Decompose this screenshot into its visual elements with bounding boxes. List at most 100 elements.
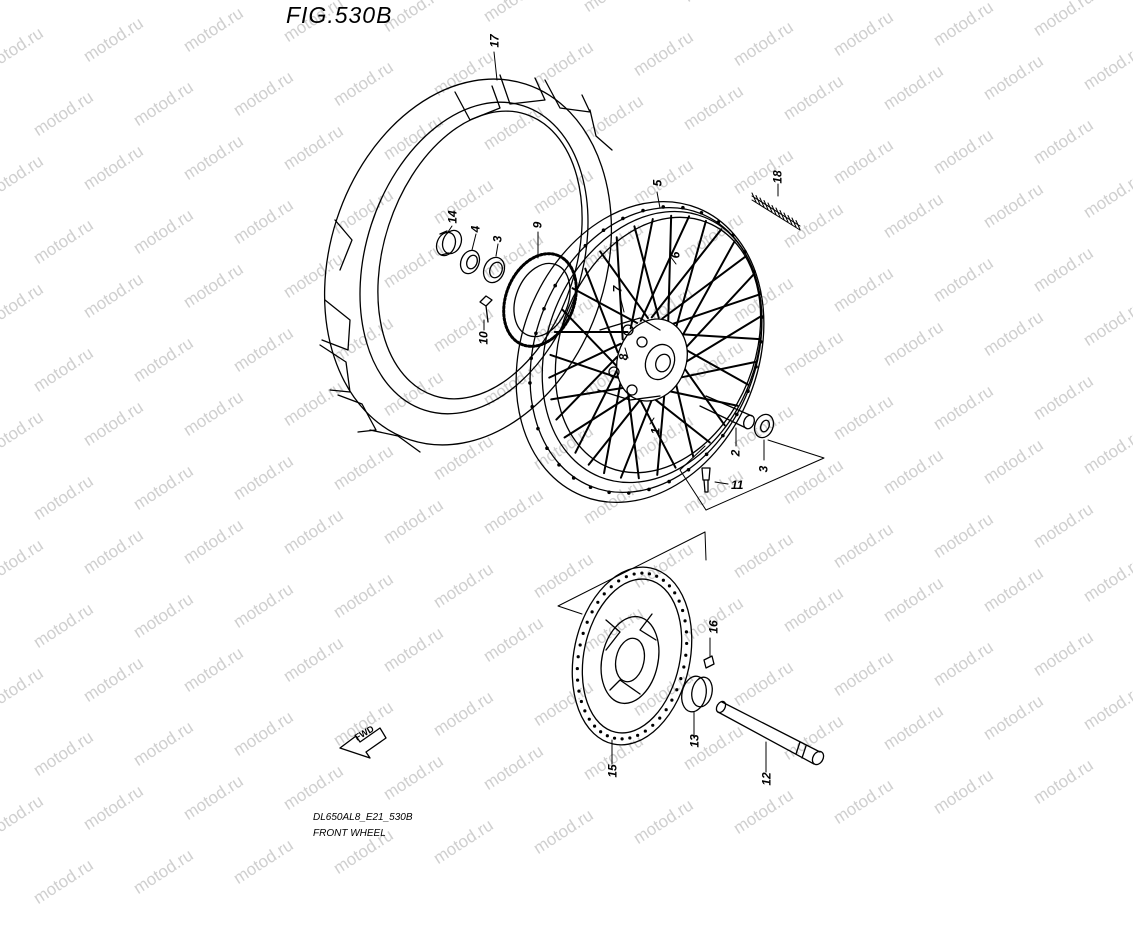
callout-8: 8 xyxy=(616,354,630,361)
callout-16: 16 xyxy=(707,620,721,633)
disc-hole xyxy=(651,724,654,727)
disc-hole xyxy=(606,734,609,737)
disc-hole xyxy=(665,708,668,711)
rim-nipple xyxy=(528,381,532,385)
callout-10: 10 xyxy=(477,331,491,344)
callout-15: 15 xyxy=(606,764,620,777)
rim-nipple xyxy=(584,244,588,248)
disc-hole xyxy=(582,632,585,635)
rim-nipple xyxy=(700,211,704,215)
disc-hole xyxy=(576,679,579,682)
callout-9: 9 xyxy=(530,222,544,229)
disc-hole xyxy=(685,642,688,645)
rim-nipple xyxy=(661,205,665,209)
disc-hole xyxy=(579,643,582,646)
spoke xyxy=(668,216,671,322)
disc-hole xyxy=(588,718,591,721)
rim-nipple xyxy=(731,233,735,237)
disc-hole xyxy=(590,610,593,613)
disc-hole xyxy=(681,609,684,612)
callout-7: 7 xyxy=(610,286,624,293)
disc-hole xyxy=(636,734,639,737)
tire-valve xyxy=(702,468,710,492)
rim-nipple xyxy=(641,209,645,213)
disc-hole xyxy=(670,699,673,702)
disc-hole xyxy=(617,579,620,582)
disc-hole xyxy=(625,575,628,578)
callout-14: 14 xyxy=(446,210,460,223)
callout-1: 1 xyxy=(648,428,662,435)
oil-seal xyxy=(457,248,483,277)
spoke xyxy=(679,241,734,341)
figure-title: FIG.530B xyxy=(286,2,392,29)
model-code: DL650AL8_E21_530B xyxy=(313,812,413,823)
rim-nipple xyxy=(536,427,540,431)
exploded-view-drawing xyxy=(0,0,1133,850)
watermark-text: motod.ru xyxy=(30,855,97,908)
spoke xyxy=(551,388,625,400)
rim-nipple xyxy=(759,340,763,344)
disc-hole xyxy=(640,572,643,575)
rim-nipple xyxy=(667,480,671,484)
rim-nipple xyxy=(681,206,685,210)
rim-nipple xyxy=(545,446,549,450)
callout-6: 6 xyxy=(668,252,682,259)
rim-nipple xyxy=(557,463,561,467)
disc-hole xyxy=(662,579,665,582)
rim-nipple xyxy=(542,307,546,311)
rim-nipple xyxy=(717,220,721,224)
group-bracket xyxy=(558,440,824,614)
disc-hole xyxy=(679,677,682,680)
disc-hole xyxy=(682,665,685,668)
watermark-text: motod.ru xyxy=(130,845,197,898)
disc-hole xyxy=(577,690,580,693)
rim-nipple xyxy=(572,476,576,480)
spacer xyxy=(433,228,465,259)
abs-sensor-ring xyxy=(490,243,589,357)
rim-nipple xyxy=(754,365,758,369)
disc-hole xyxy=(648,572,651,575)
callout-5: 5 xyxy=(650,180,664,187)
callout-3-left: 3 xyxy=(490,236,504,243)
disc-hole xyxy=(613,737,616,740)
callout-17: 17 xyxy=(488,34,502,47)
disc-hole xyxy=(644,729,647,732)
disc-hole xyxy=(603,592,606,595)
disc-hole xyxy=(633,572,636,575)
rim-nipple xyxy=(743,250,747,254)
bearing-left xyxy=(480,254,508,286)
rim-nipple xyxy=(752,270,756,274)
rim-nipple xyxy=(721,434,725,438)
spoke xyxy=(631,219,653,328)
sensor-bolt xyxy=(480,296,492,322)
callout-11: 11 xyxy=(731,478,743,492)
spoke xyxy=(677,334,760,339)
disc-hole xyxy=(586,621,589,624)
rim-nipple xyxy=(687,468,691,472)
rim-nipple xyxy=(602,228,606,232)
disc-hole xyxy=(685,630,688,633)
disc-hole xyxy=(593,725,596,728)
front-axle xyxy=(715,700,826,767)
disc-hole xyxy=(576,667,579,670)
callout-18: 18 xyxy=(771,170,785,183)
rim-nipple xyxy=(705,452,709,456)
axle-collar xyxy=(679,674,715,714)
rim-nipple xyxy=(607,490,611,494)
callout-12: 12 xyxy=(760,772,774,785)
disc-hole xyxy=(673,591,676,594)
disc-hole xyxy=(628,736,631,739)
disc-hole xyxy=(596,601,599,604)
rim-nipple xyxy=(530,405,534,409)
disc-hole xyxy=(599,730,602,733)
disc-bolt xyxy=(704,656,714,668)
disc-hole xyxy=(610,585,613,588)
disc-hole xyxy=(620,737,623,740)
disc-hole xyxy=(678,600,681,603)
callout-13: 13 xyxy=(688,734,702,747)
callout-4: 4 xyxy=(468,226,482,233)
leader-lines xyxy=(448,52,778,772)
callout-3-right: 3 xyxy=(756,466,770,473)
bearing-right xyxy=(751,412,777,441)
